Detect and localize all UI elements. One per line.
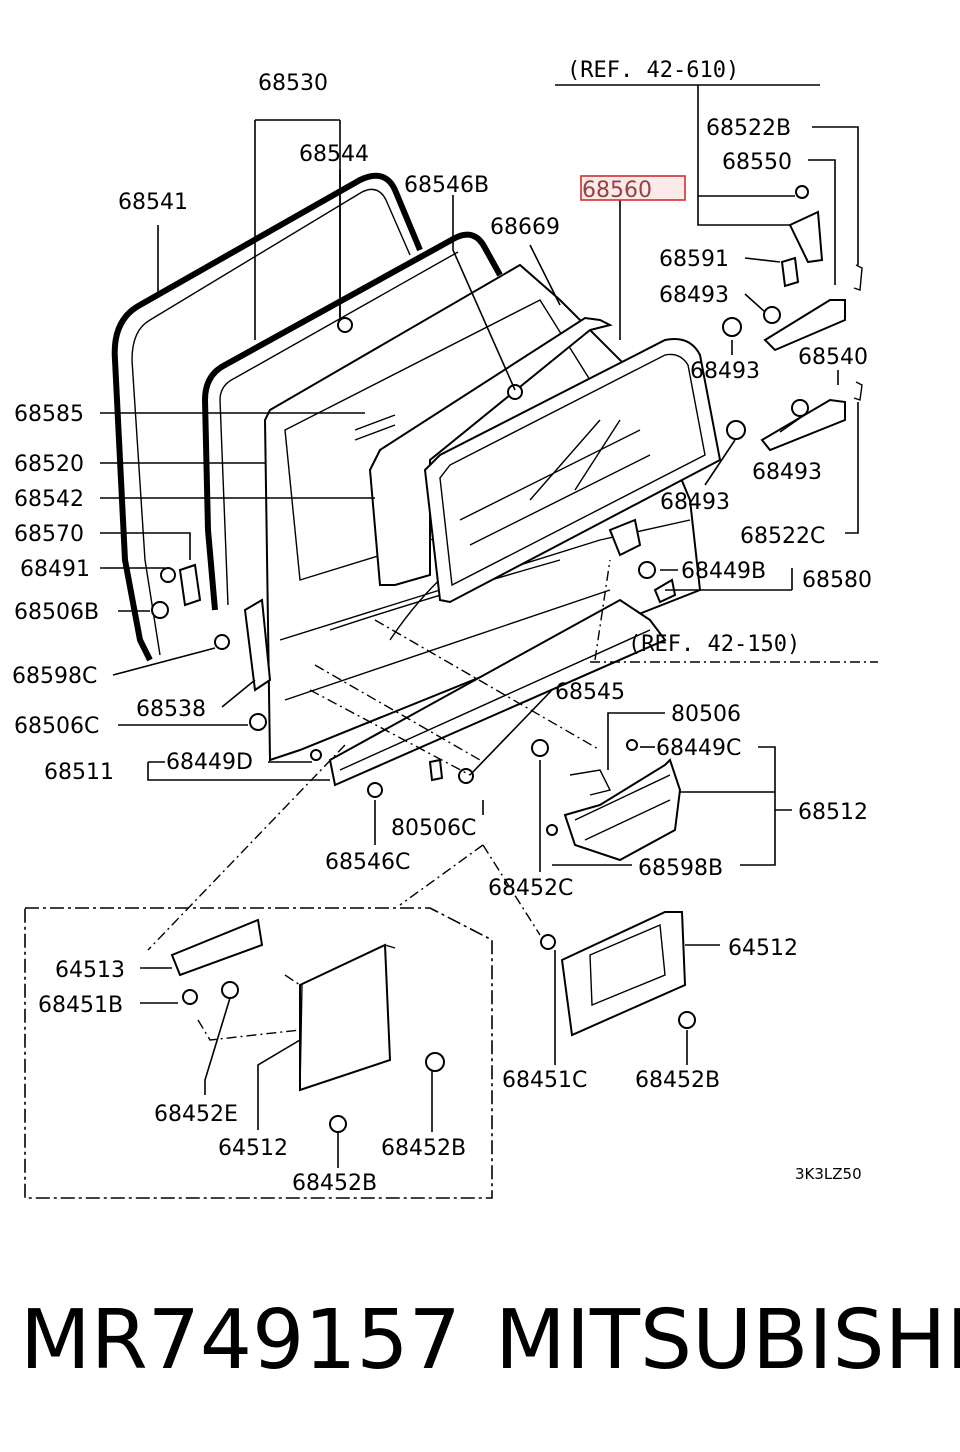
part-label-68542: 68542 xyxy=(14,487,84,512)
part-number-caption: MR749157 xyxy=(20,1293,461,1388)
part-label-68493-c: 68493 xyxy=(752,460,822,485)
hinge-drawing xyxy=(608,185,863,604)
part-label-68550: 68550 xyxy=(722,150,792,175)
brand-caption: MITSUBISHI xyxy=(495,1293,960,1388)
ref-42-150-label: (REF. 42-150) xyxy=(628,632,800,657)
part-label-68530: 68530 xyxy=(258,71,328,96)
diagram-code: 3K3LZ50 xyxy=(795,1165,862,1183)
part-label-68522B: 68522B xyxy=(706,116,791,141)
part-label-68451C: 68451C xyxy=(502,1068,587,1093)
part-label-68570: 68570 xyxy=(14,522,84,547)
part-label-68452B-b: 68452B xyxy=(635,1068,720,1093)
part-label-68451B: 68451B xyxy=(38,993,123,1018)
part-label-68449C: 68449C xyxy=(656,736,741,761)
part-label-80506: 80506 xyxy=(671,702,741,727)
part-label-68506C: 68506C xyxy=(14,714,99,739)
part-label-68546B: 68546B xyxy=(404,173,489,198)
leader-lines xyxy=(24,84,878,1199)
part-label-68452B-a: 68452B xyxy=(381,1136,466,1161)
part-label-68560: 68560 xyxy=(582,178,652,203)
part-label-64512-b: 64512 xyxy=(218,1136,288,1161)
part-label-80506C: 80506C xyxy=(391,816,476,841)
part-label-68591: 68591 xyxy=(659,247,729,272)
part-label-68491: 68491 xyxy=(20,557,90,582)
part-label-68598B: 68598B xyxy=(638,856,723,881)
part-label-68546C: 68546C xyxy=(325,850,410,875)
part-label-68506B: 68506B xyxy=(14,600,99,625)
door-assembly-drawing xyxy=(111,172,722,798)
part-label-68493-a: 68493 xyxy=(659,283,729,308)
part-label-68538: 68538 xyxy=(136,697,206,722)
part-label-68544: 68544 xyxy=(299,142,369,167)
ref-42-610-label: (REF. 42-610) xyxy=(567,58,739,83)
part-label-68522C: 68522C xyxy=(740,524,825,549)
part-label-68493-d: 68493 xyxy=(660,490,730,515)
part-label-68449B: 68449B xyxy=(681,559,766,584)
part-highlight-68560 xyxy=(580,175,686,201)
part-label-68580: 68580 xyxy=(802,568,872,593)
part-label-68669: 68669 xyxy=(490,215,560,240)
part-label-68493-b: 68493 xyxy=(690,359,760,384)
part-label-68452C: 68452C xyxy=(488,876,573,901)
part-label-68452E: 68452E xyxy=(154,1102,238,1127)
part-label-68520: 68520 xyxy=(14,452,84,477)
part-label-68512: 68512 xyxy=(798,800,868,825)
part-label-68545: 68545 xyxy=(555,680,625,705)
part-label-68585: 68585 xyxy=(14,402,84,427)
part-label-64513: 64513 xyxy=(55,958,125,983)
part-label-68452B-c: 68452B xyxy=(292,1171,377,1196)
handle-drawing xyxy=(531,739,682,862)
part-label-68541: 68541 xyxy=(118,190,188,215)
part-label-68511: 68511 xyxy=(44,760,114,785)
part-label-68598C: 68598C xyxy=(12,664,97,689)
cover-drawing xyxy=(540,911,696,1037)
part-label-68449D: 68449D xyxy=(166,750,253,775)
inset-drawing xyxy=(170,918,445,1133)
part-label-68540: 68540 xyxy=(798,345,868,370)
part-label-64512-a: 64512 xyxy=(728,936,798,961)
